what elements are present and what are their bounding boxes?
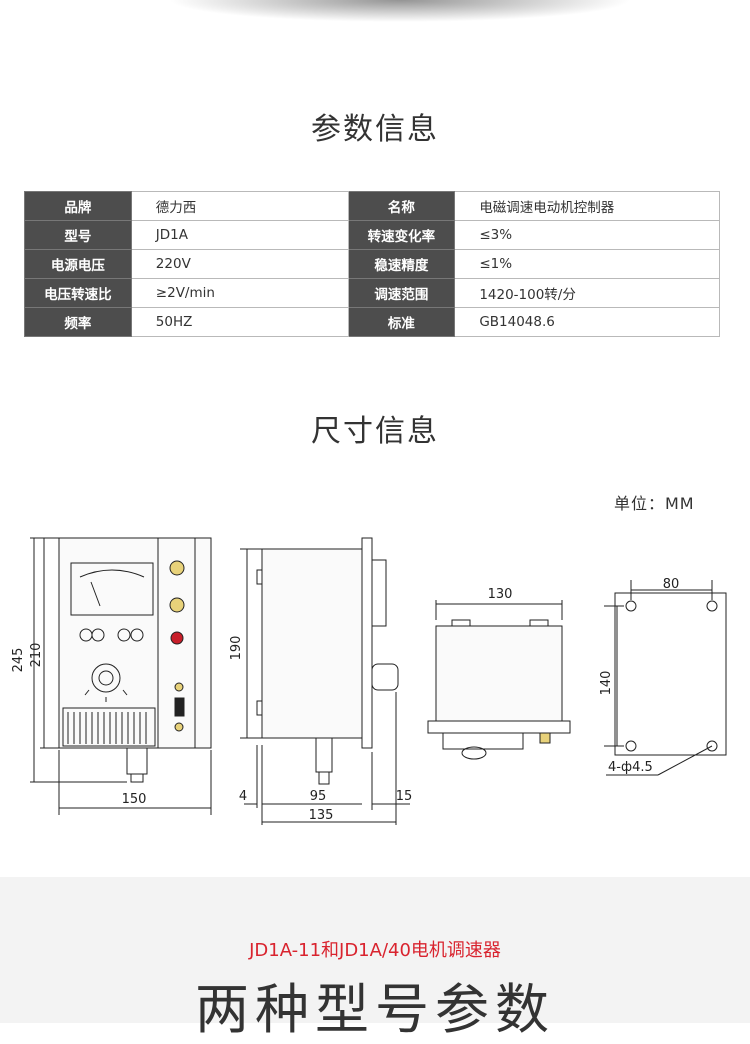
dim-label: 135: [309, 808, 334, 823]
dim-label: 210: [29, 643, 44, 668]
param-key: 转速变化率: [347, 220, 456, 250]
dim-label: 245: [11, 648, 26, 673]
param-value: JD1A: [130, 220, 349, 250]
models-subtitle: JD1A-11和JD1A/40电机调速器: [249, 940, 501, 961]
dim-label: 190: [229, 636, 244, 661]
param-key: 稳速精度: [347, 249, 456, 279]
param-key: 品牌: [24, 191, 132, 221]
top-view: [427, 600, 571, 760]
table-row: 型号 JD1A 转速变化率 ≤3%: [24, 220, 720, 250]
table-row: 电源电压 220V 稳速精度 ≤1%: [24, 249, 720, 279]
param-key: 型号: [24, 220, 132, 250]
product-shadow: [0, 0, 750, 40]
param-value: 德力西: [130, 191, 349, 221]
dim-label: 4: [239, 789, 247, 804]
size-section-title: 尺寸信息: [311, 414, 439, 449]
dim-label: 150: [122, 792, 147, 807]
dim-label: 95: [310, 789, 327, 804]
dim-label: 80: [663, 577, 680, 592]
param-key: 电压转速比: [24, 278, 132, 308]
param-key: 调速范围: [347, 278, 456, 308]
table-row: 品牌 德力西 名称 电磁调速电动机控制器: [24, 191, 720, 221]
dim-label: 130: [488, 587, 513, 602]
table-row: 电压转速比 ≥2V/min 调速范围 1420-100转/分: [24, 278, 720, 308]
param-value: ≤3%: [454, 220, 720, 250]
dim-label: 15: [396, 789, 413, 804]
dim-label: 4-ф4.5: [608, 760, 653, 775]
param-key: 频率: [24, 307, 132, 337]
dimension-drawing: 245 210 150 190 4 95 15 135 130 80 140 4…: [11, 537, 727, 825]
param-key: 名称: [347, 191, 456, 221]
param-value: 1420-100转/分: [454, 278, 720, 308]
models-banner: [0, 877, 750, 1023]
param-value: ≤1%: [454, 249, 720, 279]
params-section-title: 参数信息: [311, 112, 439, 147]
mount-view: [604, 580, 727, 776]
param-value: 50HZ: [130, 307, 349, 337]
param-value: 220V: [130, 249, 349, 279]
param-value: ≥2V/min: [130, 278, 349, 308]
param-value: GB14048.6: [454, 307, 720, 337]
param-value: 电磁调速电动机控制器: [454, 191, 720, 221]
dim-label: 140: [599, 671, 614, 696]
front-view: [30, 537, 212, 815]
params-table: 品牌 德力西 名称 电磁调速电动机控制器 型号 JD1A 转速变化率 ≤3% 电…: [24, 191, 720, 337]
table-row: 频率 50HZ 标准 GB14048.6: [24, 307, 720, 337]
unit-note: 单位：MM: [614, 494, 695, 513]
models-title: 两种型号参数: [195, 978, 555, 1041]
param-key: 标准: [347, 307, 456, 337]
side-view: [240, 537, 410, 825]
param-key: 电源电压: [24, 249, 132, 279]
